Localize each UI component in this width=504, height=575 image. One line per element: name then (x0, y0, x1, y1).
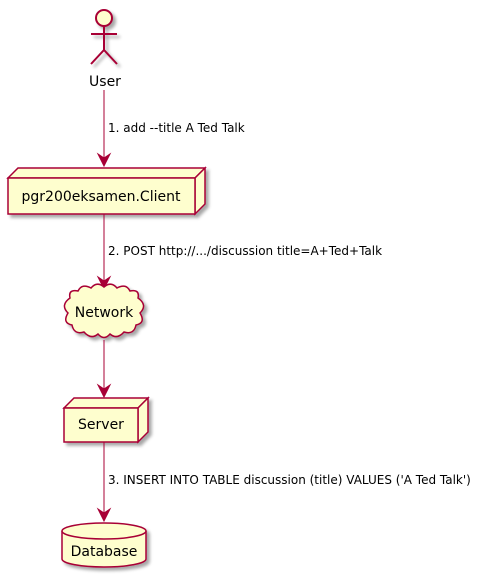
server-label: Server (78, 417, 124, 433)
database-cylinder (61, 522, 147, 568)
database-label: Database (71, 544, 138, 560)
edge-user-to-client (96, 90, 112, 168)
network-cloud (63, 283, 145, 339)
edge-server-to-database (96, 442, 112, 523)
user-label: User (89, 74, 121, 90)
edge-label-server-to-database: 3. INSERT INTO TABLE discussion (title) … (108, 473, 471, 487)
edge-label-user-to-client: 1. add --title A Ted Talk (108, 121, 245, 135)
user-actor-head (95, 9, 113, 27)
client-node (6, 166, 207, 216)
edge-network-to-server (96, 340, 112, 399)
arrowhead (96, 507, 112, 523)
edge-label-client-to-network: 2. POST http://.../discussion title=A+Te… (108, 244, 382, 258)
arrowhead (96, 383, 112, 399)
network-label: Network (75, 305, 134, 321)
user-actor-legs (90, 48, 118, 65)
arrowhead (96, 152, 112, 168)
user-actor (90, 9, 118, 65)
server-node (62, 396, 150, 444)
client-label: pgr200eksamen.Client (22, 189, 181, 205)
